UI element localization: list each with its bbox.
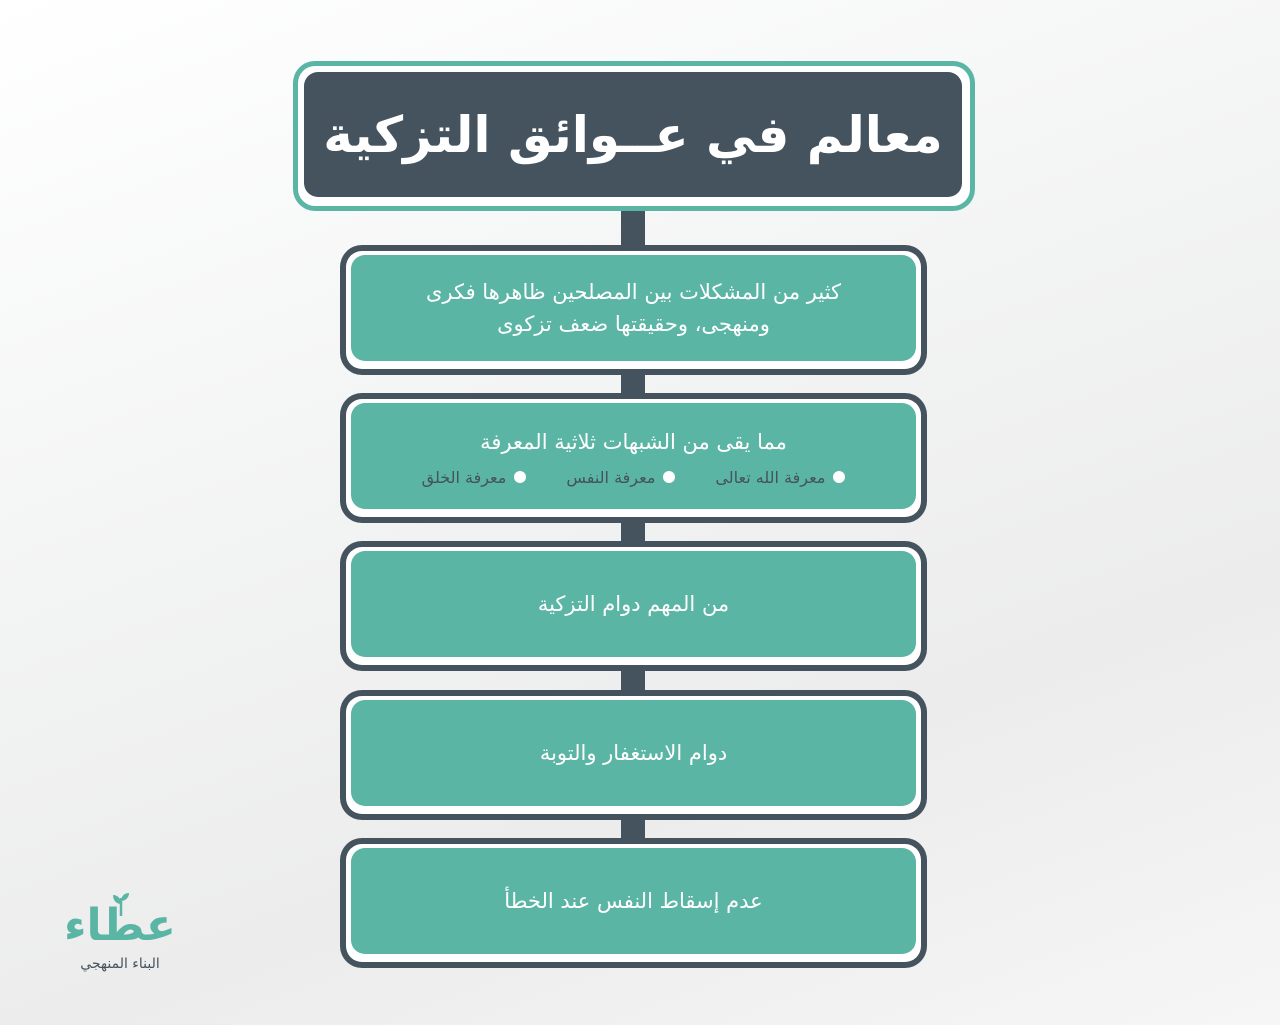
leaf-icon	[113, 893, 129, 917]
step-text-2: مما يقى من الشبهات ثلاثية المعرفة	[480, 429, 787, 454]
step-box-3: من المهم دوام التزكية	[351, 551, 916, 657]
step-text-1: كثير من المشكلات بين المصلحين ظاهرها فكر…	[425, 280, 842, 336]
logo-tagline: البناء المنهجي	[80, 956, 160, 972]
step-box-1: كثير من المشكلات بين المصلحين ظاهرها فكر…	[351, 255, 916, 361]
step-card-3: من المهم دوام التزكية	[340, 541, 927, 671]
title-box: معالم في عــوائق التزكية	[304, 72, 962, 197]
step-text-5: عدم إسقاط النفس عند الخطأ	[504, 889, 763, 913]
step-text-3: من المهم دوام التزكية	[537, 592, 730, 616]
step-text-4: دوام الاستغفار والتوبة	[539, 741, 728, 765]
step-box-5: عدم إسقاط النفس عند الخطأ	[351, 848, 916, 954]
logo: عطاء البناء المنهجي	[50, 893, 200, 990]
bullet-item: معرفة الخلق	[422, 468, 527, 487]
step-card-5: عدم إسقاط النفس عند الخطأ	[340, 838, 927, 968]
bullet-label: معرفة الخلق	[421, 467, 507, 487]
bullet-dot-icon	[663, 471, 676, 483]
step-card-4: دوام الاستغفار والتوبة	[340, 690, 927, 820]
bullet-label: معرفة النفس	[566, 467, 656, 487]
step-box-4: دوام الاستغفار والتوبة	[351, 700, 916, 806]
bullet-item: معرفة الله تعالى	[715, 467, 846, 487]
bullet-dot-icon	[514, 471, 527, 483]
bullet-label: معرفة الله تعالى	[715, 467, 826, 487]
bullet-dot-icon	[833, 471, 846, 483]
logo-name: عطاء	[64, 900, 176, 951]
page-title: معالم في عــوائق التزكية	[323, 105, 943, 164]
step-card-1: كثير من المشكلات بين المصلحين ظاهرها فكر…	[340, 245, 927, 375]
knowledge-bullets: معرفة الله تعالى معرفة النفس معرفة الخلق	[422, 468, 846, 487]
step-card-2: مما يقى من الشبهات ثلاثية المعرفة معرفة …	[340, 393, 927, 523]
bullet-item: معرفة النفس	[566, 467, 676, 487]
step-box-2: مما يقى من الشبهات ثلاثية المعرفة معرفة …	[351, 403, 916, 509]
